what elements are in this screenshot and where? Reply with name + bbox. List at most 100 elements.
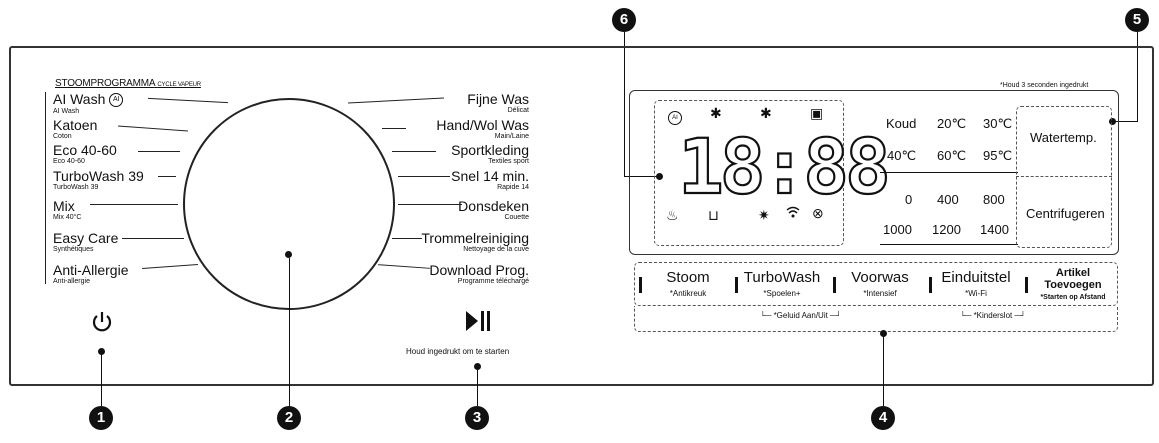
- program-sublabel: Nettoyage de la cuve: [463, 246, 529, 253]
- leader-5: [1137, 32, 1138, 122]
- centrifugeren-button[interactable]: Centrifugeren: [1026, 206, 1105, 221]
- start-pause-button[interactable]: [464, 309, 492, 333]
- artikel-toevoegen-button[interactable]: Artikel Toevoegen *Starten op Afstand: [1029, 267, 1117, 301]
- stoom-button[interactable]: Stoom *Antikreuk: [653, 269, 723, 298]
- callout-2: 2: [277, 406, 301, 430]
- rinse-shirt-icon: ✱: [760, 105, 772, 121]
- leader-5-dot: [1109, 118, 1116, 125]
- program-label: Hand/Wol Was: [436, 117, 529, 133]
- program-sportkleding[interactable]: Sportkleding Textiles sport: [451, 143, 529, 165]
- program-sublabel: Délicat: [507, 107, 529, 114]
- program-sublabel: TurboWash 39: [53, 184, 99, 191]
- temp-spin-buttons-box: [1016, 106, 1112, 248]
- program-label: Easy Care: [53, 230, 119, 246]
- program-header-title: STOOMPROGRAMMA: [55, 78, 155, 89]
- button-indicator: [735, 277, 738, 293]
- control-panel: [9, 46, 1154, 386]
- program-header: STOOMPROGRAMMA CYCLE VAPEUR: [55, 78, 201, 89]
- program-fijne-was[interactable]: Fijne Was Délicat: [467, 92, 529, 114]
- time-digits: 18:88: [677, 121, 892, 212]
- turbowash-button[interactable]: TurboWash *Spoelen+: [739, 269, 825, 298]
- program-hand-wol-was[interactable]: Hand/Wol Was Main/Laine: [436, 118, 529, 140]
- ai-wash-icon: AI: [109, 93, 124, 108]
- dial-tick: [398, 204, 462, 205]
- dial-tick: [158, 176, 176, 177]
- temp-40: 40℃: [887, 148, 917, 163]
- program-label: TurboWash 39: [53, 168, 144, 184]
- steam-icon: ♨: [666, 207, 679, 223]
- start-hint: Houd ingedrukt om te starten: [406, 347, 510, 356]
- leader-3: [477, 369, 478, 406]
- temp-20: 20℃: [937, 116, 967, 131]
- callout-3: 3: [465, 406, 489, 430]
- program-mix[interactable]: Mix Mix 40°C: [53, 199, 81, 221]
- program-snel-14[interactable]: Snel 14 min. Rapide 14: [451, 169, 529, 191]
- program-easy-care[interactable]: Easy Care Synthétiques: [53, 231, 118, 253]
- temp-koud: Koud: [886, 116, 917, 131]
- voorwas-button[interactable]: Voorwas *Intensief: [841, 269, 919, 298]
- temp-spin-separator: [1016, 176, 1112, 177]
- left-bracket: [45, 92, 46, 284]
- program-sublabel: Mix 40°C: [53, 214, 82, 221]
- program-sublabel: Eco 40-60: [53, 158, 85, 165]
- callout-4: 4: [871, 406, 895, 430]
- temp-60: 60℃: [937, 148, 967, 163]
- program-trommelreiniging[interactable]: Trommelreiniging Nettoyage de la cuve: [421, 231, 529, 253]
- button-indicator: [1025, 277, 1028, 293]
- button-sublabel: *Intensief: [863, 289, 897, 298]
- spin-0: 0: [905, 192, 913, 207]
- tub-icon: ⊔: [708, 207, 719, 223]
- program-eco-40-60[interactable]: Eco 40-60 Eco 40-60: [53, 143, 117, 165]
- buttons-dot: [880, 330, 887, 337]
- program-anti-allergie[interactable]: Anti-Allergie Anti-allergie: [53, 263, 128, 285]
- button-label: TurboWash: [743, 269, 821, 286]
- program-sublabel: Main/Laine: [494, 133, 529, 140]
- dial-tick: [392, 238, 422, 239]
- program-sublabel: Anti-allergie: [53, 278, 90, 285]
- temp-divider: [880, 172, 1018, 173]
- program-turbowash-39[interactable]: TurboWash 39 TurboWash 39: [53, 169, 144, 191]
- program-ai-wash[interactable]: AI Wash AI AI Wash: [53, 91, 124, 115]
- sound-combo-label: *Geluid Aan/Uit: [773, 311, 828, 320]
- button-indicator: [833, 277, 836, 293]
- leader-1: [101, 354, 102, 406]
- temp-95: 95℃: [983, 148, 1013, 163]
- spin-divider: [880, 244, 1018, 245]
- spin-400: 400: [937, 192, 959, 207]
- spin-tub-icon: ▣: [810, 105, 824, 121]
- leader-6: [624, 32, 625, 177]
- leader-5-h: [1112, 121, 1137, 122]
- power-icon: [92, 312, 112, 332]
- option-buttons-row: Stoom *Antikreuk TurboWash *Spoelen+ Voo…: [634, 262, 1118, 306]
- play-pause-icon: [466, 311, 490, 331]
- program-label: Mix: [53, 198, 75, 214]
- ai-status-icon: AI: [668, 106, 682, 125]
- button-label: Artikel Toevoegen: [1044, 267, 1102, 291]
- program-label: Fijne Was: [467, 91, 529, 107]
- program-katoen[interactable]: Katoen Coton: [53, 118, 97, 140]
- dial-tick: [90, 204, 178, 205]
- program-header-subtitle: CYCLE VAPEUR: [157, 82, 201, 88]
- wash-shirt-icon: ✱: [710, 105, 722, 121]
- power-button[interactable]: [90, 310, 114, 334]
- program-label: AI Wash: [53, 91, 106, 107]
- combo-hint-box: [634, 306, 1118, 332]
- program-label: Sportkleding: [451, 142, 529, 158]
- program-label: Eco 40-60: [53, 142, 117, 158]
- program-label: Donsdeken: [458, 198, 529, 214]
- dial-tick: [138, 151, 180, 152]
- watertemp-button[interactable]: Watertemp.: [1030, 130, 1097, 145]
- leader-6-dot: [656, 173, 663, 180]
- callout-1: 1: [89, 406, 113, 430]
- child-lock-icon: ⊗: [812, 205, 824, 221]
- program-label: Katoen: [53, 117, 98, 133]
- leader-6-h: [624, 176, 660, 177]
- program-sublabel: Textiles sport: [488, 158, 529, 165]
- program-label: Anti-Allergie: [53, 262, 129, 278]
- program-download-prog[interactable]: Download Prog. Programme téléchargé: [429, 263, 529, 285]
- spin-1200: 1200: [932, 222, 961, 237]
- power-dot: [98, 348, 105, 355]
- program-donsdeken[interactable]: Donsdeken Couette: [458, 199, 529, 221]
- program-label: Download Prog.: [429, 262, 529, 278]
- einduitstel-button[interactable]: Einduitstel *Wi-Fi: [933, 269, 1019, 298]
